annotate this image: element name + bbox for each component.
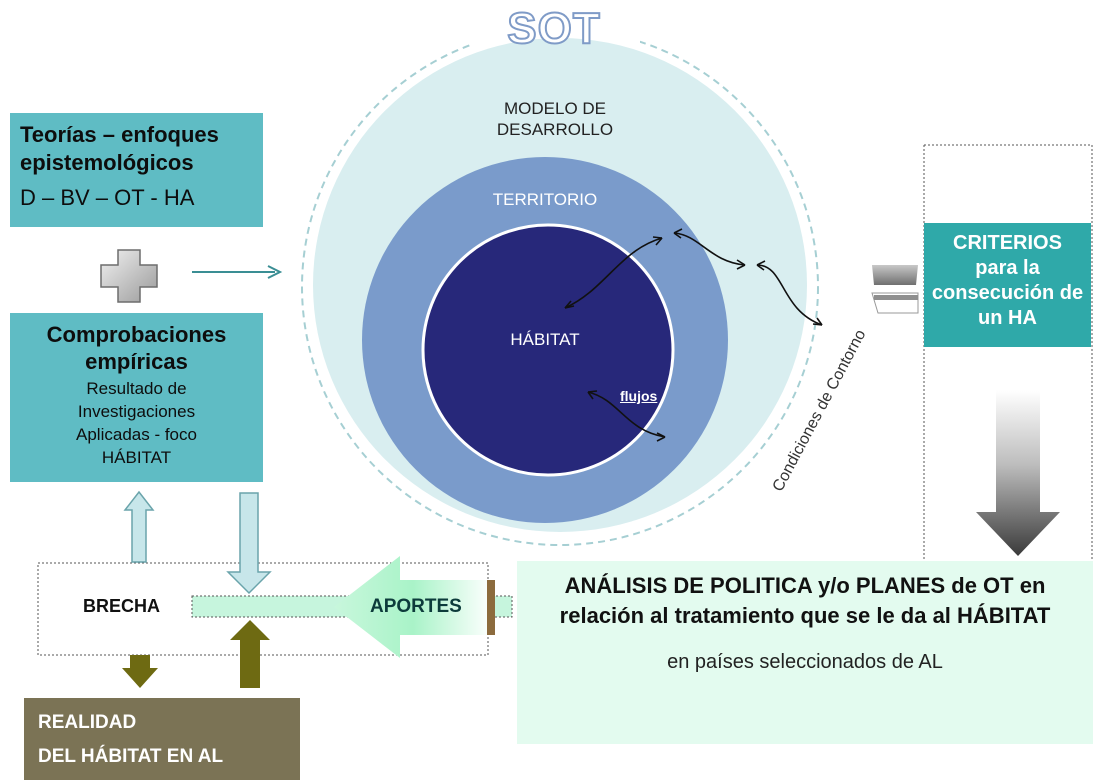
modelo-label: MODELO DE DESARROLLO <box>496 99 614 139</box>
olive-up-arrow-icon <box>230 620 270 688</box>
double-arrow-icon <box>564 228 823 442</box>
analisis-box: ANÁLISIS DE POLITICA y/o PLANES de OT en… <box>517 561 1093 744</box>
sot-title: SOT <box>506 3 601 54</box>
up-arrow-icon <box>123 490 155 563</box>
aportes-arrow-icon <box>334 556 492 658</box>
criterios-box: CRITERIOS para la consecución de un HA <box>924 223 1091 347</box>
habitat-circle <box>421 223 675 477</box>
olive-down-arrow-icon <box>122 655 158 688</box>
teorias-title: Teorías – enfoques epistemológicos <box>20 122 219 175</box>
tab-icon <box>871 265 919 314</box>
down-gradient-arrow-icon <box>976 390 1060 556</box>
comprobaciones-box: Comprobaciones empíricas Resultado de In… <box>10 313 263 482</box>
plus-icon <box>100 249 158 303</box>
realidad-box: REALIDAD DEL HÁBITAT EN AL <box>24 698 300 780</box>
realidad-line2: DEL HÁBITAT EN AL <box>38 746 224 767</box>
flujos-label: flujos <box>620 388 658 404</box>
aportes-label: APORTES <box>370 596 462 617</box>
realidad-line1: REALIDAD <box>38 712 137 733</box>
comprobaciones-body: Resultado de Investigaciones Aplicadas -… <box>76 379 197 467</box>
teorias-box: Teorías – enfoques epistemológicos D – B… <box>10 113 263 227</box>
right-arrow-icon <box>192 265 283 279</box>
analisis-subtitle: en países seleccionados de AL <box>667 651 943 673</box>
territorio-label: TERRITORIO <box>492 190 598 209</box>
habitat-label: HÁBITAT <box>510 330 580 349</box>
criterios-frame <box>923 144 1093 560</box>
comprobaciones-title: Comprobaciones empíricas <box>46 322 227 374</box>
teorias-subtitle: D – BV – OT - HA <box>20 185 195 210</box>
down-arrow-icon <box>226 492 272 595</box>
brecha-label: BRECHA <box>83 596 161 616</box>
analisis-title: ANÁLISIS DE POLITICA y/o PLANES de OT en… <box>559 573 1051 628</box>
